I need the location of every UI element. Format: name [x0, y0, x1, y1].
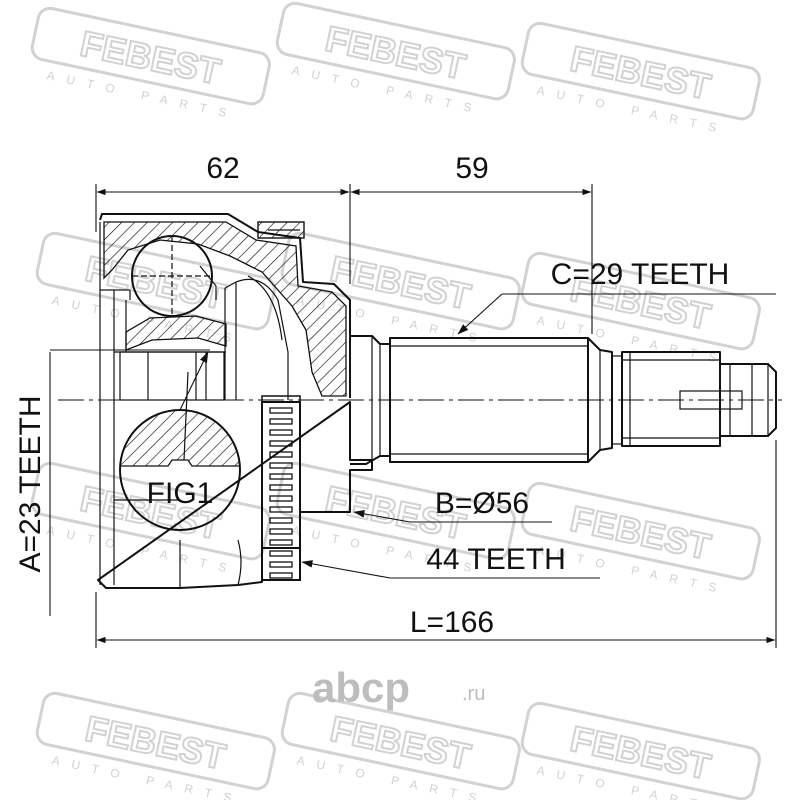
- housing-section-hatch: [103, 221, 347, 397]
- abs-tooth: [269, 429, 293, 436]
- abs-tooth: [269, 550, 293, 557]
- abs-tooth: [269, 517, 293, 524]
- stub-shaft: [350, 335, 777, 465]
- abs-teeth-label: 44 TEETH: [426, 543, 566, 576]
- abs-tooth: [269, 451, 293, 458]
- abs-tooth: [269, 462, 293, 469]
- fig1-label: FIG1: [147, 477, 214, 510]
- dimension-lines: [49, 184, 777, 648]
- seal-diameter-label: B=Ø56: [435, 487, 529, 520]
- abs-tooth: [269, 572, 293, 579]
- ball-cage: [114, 235, 227, 401]
- abs-tooth: [269, 418, 293, 425]
- abs-tooth: [269, 484, 293, 491]
- abcp-logo: abcp .ru: [312, 664, 485, 711]
- svg-text:abcp: abcp: [312, 664, 410, 711]
- abs-tooth: [269, 539, 293, 546]
- abs-tone-ring: [261, 395, 301, 581]
- total-length-label: L=166: [410, 606, 494, 639]
- abs-tooth: [269, 407, 293, 414]
- dim-62-label: 62: [206, 152, 239, 185]
- inner-spline-label: A=23 TEETH: [14, 395, 47, 572]
- outer-spline-label: C=29 TEETH: [551, 258, 730, 291]
- svg-text:.ru: .ru: [462, 683, 485, 705]
- dim-59-label: 59: [455, 152, 488, 185]
- threaded-end: [621, 351, 721, 447]
- abs-tooth: [269, 561, 293, 568]
- abs-tooth: [269, 440, 293, 447]
- abs-tooth: [269, 473, 293, 480]
- abs-tooth: [269, 506, 293, 513]
- abs-tooth: [269, 495, 293, 502]
- abs-tooth: [269, 528, 293, 535]
- outer-spline-section: [389, 337, 589, 463]
